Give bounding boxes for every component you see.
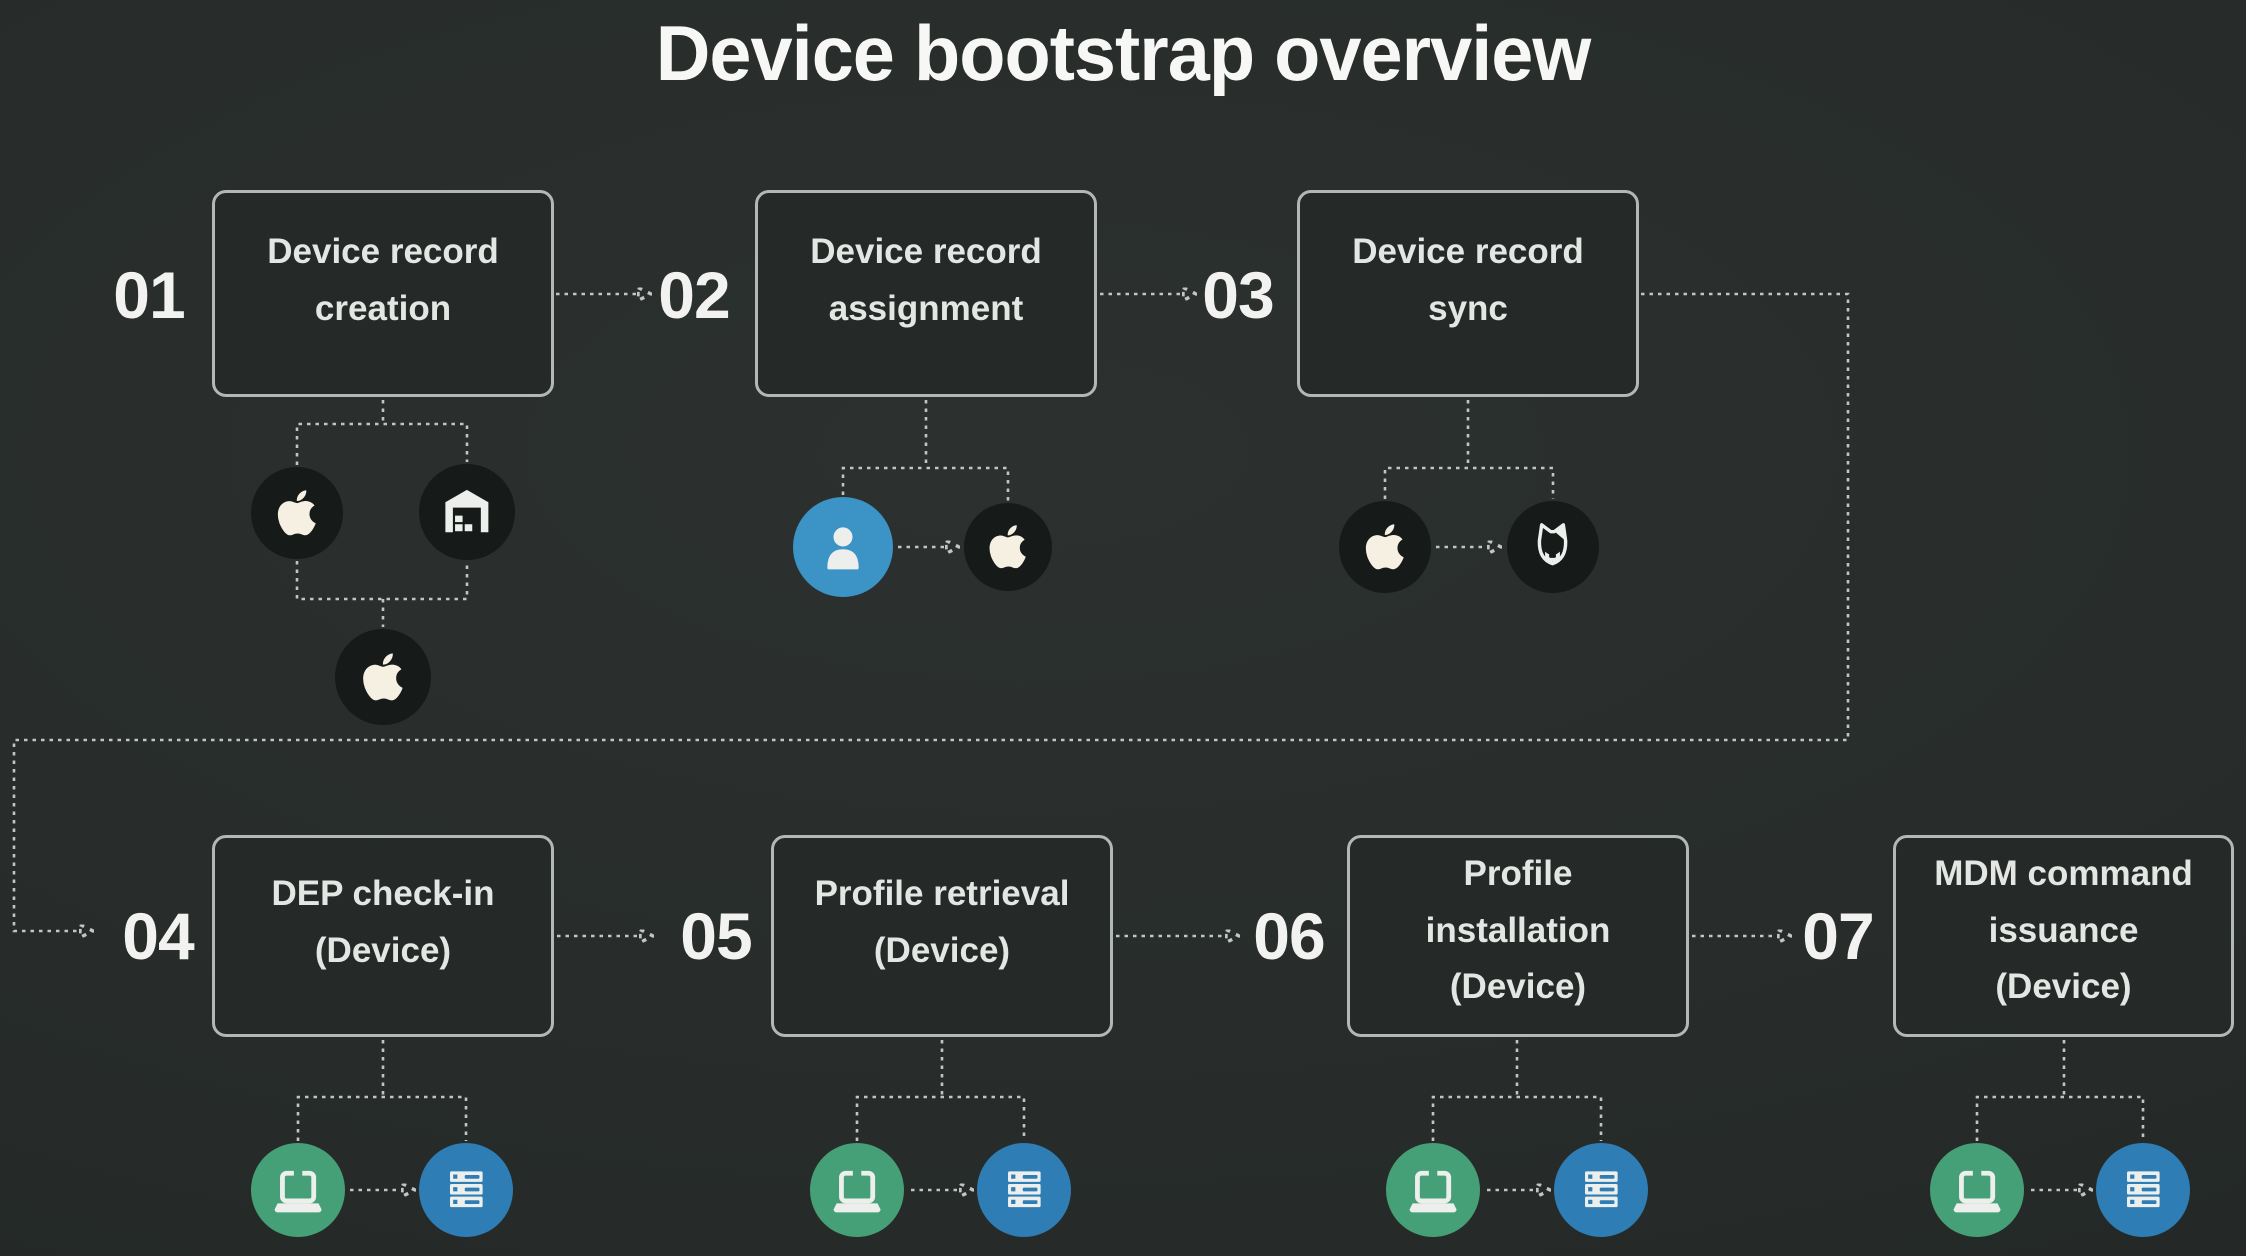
step-01-label-line1: Device record (267, 231, 499, 271)
user-icon-circle (793, 497, 893, 597)
laptop-icon (827, 1160, 887, 1220)
branch-step3 (1383, 400, 1555, 499)
page-title: Device bootstrap overview (655, 9, 1591, 97)
laptop-icon-circle (1386, 1143, 1480, 1237)
step-06-box: Profile installation (Device) (1347, 835, 1689, 1037)
step-05-label-line1: Profile retrieval (814, 874, 1070, 914)
branch-step1-merge (295, 561, 469, 627)
branch-step5 (855, 1040, 1026, 1141)
step-06-label-line1: Profile (1463, 853, 1573, 893)
laptop-icon (268, 1160, 328, 1220)
step-06-number: 06 (1253, 899, 1325, 973)
step-03-label-line2: sync (1428, 288, 1508, 328)
laptop-icon (1947, 1160, 2007, 1220)
server-icon (2117, 1164, 2170, 1217)
step-03-number: 03 (1202, 258, 1274, 332)
branch-step6 (1431, 1040, 1603, 1141)
step-06-label-line2: installation (1425, 910, 1611, 950)
step-02-number: 02 (658, 258, 730, 332)
apple-icon-circle (964, 503, 1052, 591)
step-03-box: Device record sync (1297, 190, 1639, 397)
step-05-label-line2: (Device) (873, 931, 1011, 970)
branch-step1-top (295, 400, 469, 465)
step-01-box: Device record creation (212, 190, 554, 397)
apple-icon-circle (335, 629, 431, 725)
step-07-number: 07 (1802, 899, 1874, 973)
arrow-03-04-wraparound (12, 292, 1850, 931)
apple-icon (983, 522, 1032, 571)
step-04-box: DEP check-in (Device) (212, 835, 554, 1037)
step-04-label-line1: DEP check-in (271, 874, 495, 914)
apple-icon (356, 650, 410, 704)
warehouse-icon-circle (419, 464, 515, 560)
server-icon-circle (1554, 1143, 1648, 1237)
step-07-label-line3: (Device) (1995, 967, 2132, 1007)
user-icon (815, 519, 871, 575)
step-05-box: Profile retrieval (Device) (771, 835, 1113, 1037)
laptop-icon (1403, 1160, 1463, 1220)
apple-icon (1359, 521, 1411, 573)
step-04-label-line2: (Device) (314, 931, 452, 970)
bulldog-icon (1524, 518, 1581, 575)
step-05-number: 05 (680, 899, 752, 973)
server-icon-circle (419, 1143, 513, 1237)
apple-icon-circle (251, 467, 343, 559)
step-03-label-line1: Device record (1352, 231, 1584, 271)
laptop-icon-circle (810, 1143, 904, 1237)
warehouse-icon (440, 485, 494, 539)
branch-step4 (296, 1040, 468, 1141)
step-07-label-line1: MDM command (1934, 853, 2193, 893)
step-01-label-line2: creation (314, 288, 452, 328)
bulldog-icon-circle (1507, 501, 1599, 593)
step-01-number: 01 (113, 258, 185, 332)
server-icon (998, 1164, 1051, 1217)
branch-step7 (1975, 1040, 2145, 1141)
laptop-icon-circle (1930, 1143, 2024, 1237)
step-07-label-line2: issuance (1988, 910, 2139, 950)
apple-icon-circle (1339, 501, 1431, 593)
step-06-label-line3: (Device) (1449, 967, 1587, 1007)
server-icon-circle (977, 1143, 1071, 1237)
step-04-number: 04 (122, 899, 194, 973)
server-icon (440, 1164, 493, 1217)
server-icon (1575, 1164, 1628, 1217)
apple-icon (271, 487, 323, 539)
branch-step2 (841, 400, 1010, 501)
step-07-box: MDM command issuance (Device) (1893, 835, 2234, 1037)
server-icon-circle (2096, 1143, 2190, 1237)
laptop-icon-circle (251, 1143, 345, 1237)
step-02-label-line2: assignment (828, 288, 1024, 328)
step-02-box: Device record assignment (755, 190, 1097, 397)
step-02-label-line1: Device record (810, 231, 1042, 271)
